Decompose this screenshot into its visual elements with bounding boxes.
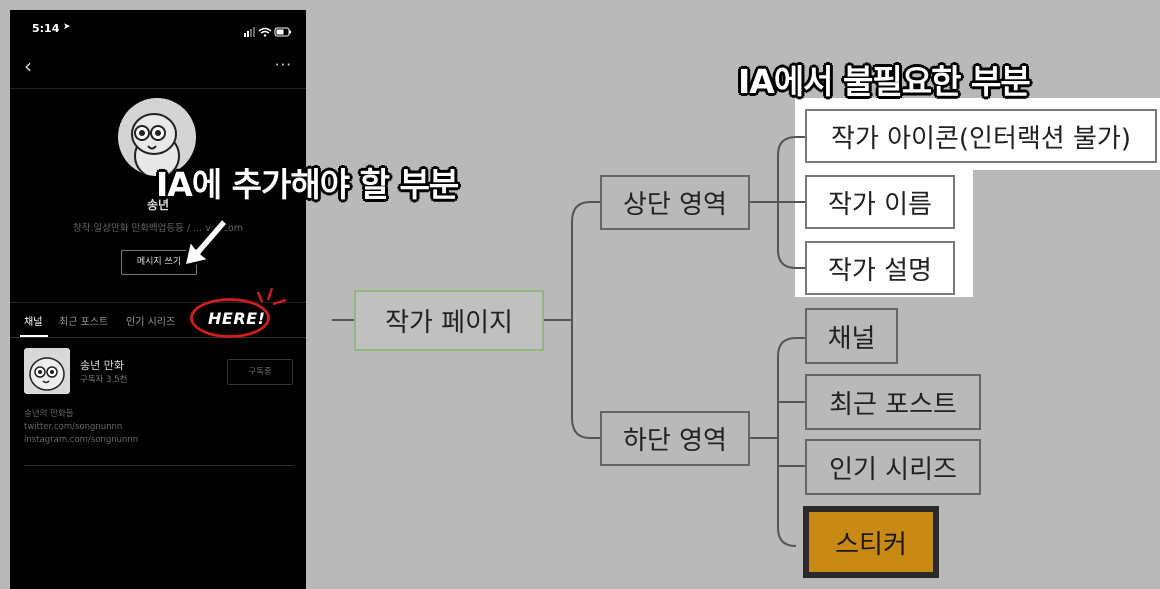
- mindmap-author-desc-node: 작가 설명: [805, 241, 955, 295]
- arrow-icon: [182, 216, 228, 268]
- mindmap-author-icon-node: 작가 아이콘(인터랙션 불가): [805, 109, 1157, 163]
- annotation-unneeded-in-ia: IA에서 불필요한 부분: [738, 62, 1031, 101]
- mindmap-sticker-node: 스티커: [806, 509, 936, 575]
- channel-subscriber-count: 구독자 3.5천: [80, 375, 128, 385]
- battery-icon: [274, 27, 291, 37]
- tab-recent-posts[interactable]: 최근 포스트: [59, 317, 109, 328]
- mindmap-bottom-section-node: 하단 영역: [600, 411, 750, 466]
- divider: [24, 465, 294, 466]
- profile-description: 창작.일상만화 만화백업등등 / ... ver.com: [72, 223, 244, 234]
- status-bar: 5:14 ➤: [10, 10, 306, 50]
- status-icons: [244, 22, 292, 41]
- tab-active-indicator: [20, 335, 48, 337]
- tab-popular-series[interactable]: 인기 시리즈: [126, 317, 176, 328]
- here-label: HERE!: [208, 309, 266, 328]
- back-icon[interactable]: ‹: [24, 54, 32, 78]
- subscribe-button[interactable]: 구독중: [227, 359, 293, 385]
- mindmap-top-section-node: 상단 영역: [600, 175, 750, 230]
- channel-bio-line: 송년의 만화들: [24, 409, 74, 419]
- phone-screenshot: 5:14 ➤ ‹ ··· 송년 창작.일상만화 만화백업등등 / ... ver…: [10, 10, 306, 589]
- status-time: 5:14: [32, 22, 60, 35]
- wifi-icon: [258, 27, 272, 37]
- tab-bar: 채널 최근 포스트 인기 시리즈: [10, 302, 306, 338]
- tab-channel[interactable]: 채널: [24, 317, 43, 328]
- channel-bio-twitter-link[interactable]: twitter.com/songnunnn: [24, 422, 123, 432]
- annotation-add-to-ia: IA에 추가해야 할 부분: [155, 165, 459, 205]
- mindmap-channel-node: 채널: [805, 308, 898, 364]
- channel-bio-instagram-link[interactable]: instagram.com/songnunnn: [24, 435, 139, 445]
- channel-bio: 송년의 만화들 twitter.com/songnunnn instagram.…: [24, 408, 138, 447]
- here-spark-marks: [256, 287, 287, 306]
- here-highlight-circle: [190, 298, 270, 338]
- mindmap-popular-series-node: 인기 시리즈: [805, 439, 981, 495]
- avatar: [118, 98, 196, 176]
- mindmap-author-name-node: 작가 이름: [805, 175, 955, 229]
- mindmap-root-node: 작가 페이지: [354, 290, 544, 351]
- channel-avatar: [24, 348, 70, 394]
- more-icon[interactable]: ···: [274, 56, 292, 74]
- nav-bar: ‹ ···: [10, 50, 306, 89]
- profile-name: 송년: [146, 198, 170, 212]
- mindmap-recent-posts-node: 최근 포스트: [805, 374, 981, 430]
- location-icon: ➤: [63, 22, 71, 32]
- channel-name: 송년 만화: [80, 359, 124, 372]
- signal-icon: [244, 27, 255, 37]
